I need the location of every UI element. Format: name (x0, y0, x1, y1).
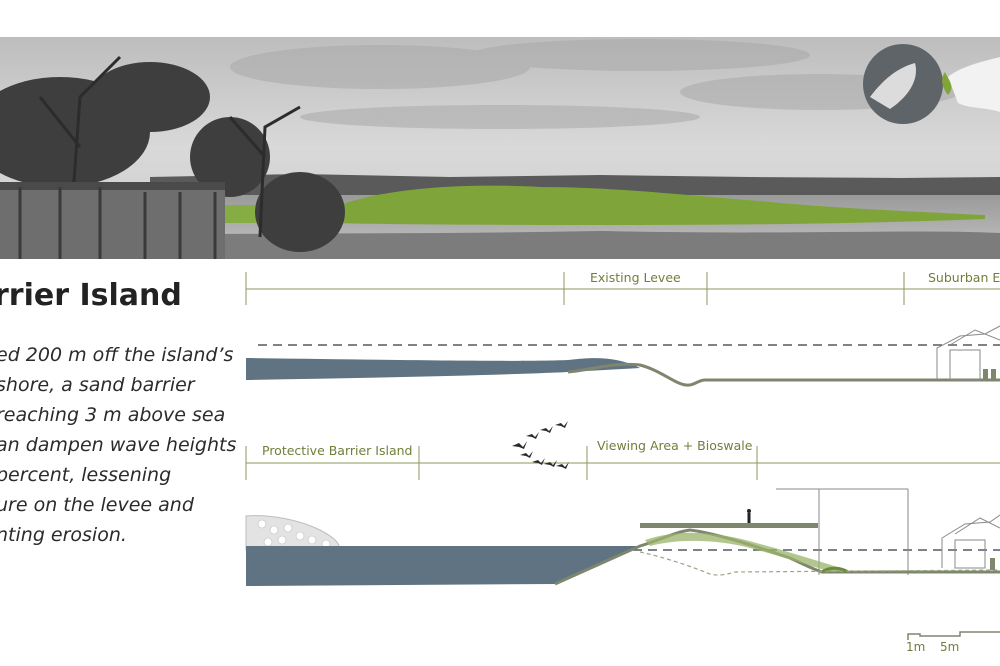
foreground-marsh (0, 231, 1000, 259)
label-protective-barrier-island: Protective Barrier Island (262, 443, 413, 458)
bottom-house-outline (941, 514, 1000, 569)
top-dimension-line (245, 272, 1000, 305)
top-section: Existing Levee Suburban Ec (245, 270, 1000, 387)
top-fence-post (991, 369, 996, 380)
green-barrier-island (330, 185, 985, 225)
bioswale-vegetation (645, 532, 848, 572)
bottom-section: Protective Barrier Island Viewing Area +… (245, 421, 1000, 586)
scale-label-1m: 1m (906, 640, 925, 654)
bottom-fence-post (990, 558, 995, 570)
description-line: ed 200 m off the island’s (0, 344, 234, 366)
wave-foam (257, 519, 331, 549)
description-text: ed 200 m off the island’s shore, a sand … (0, 340, 246, 550)
scale-label-5m: 5m (940, 640, 959, 654)
top-ground-profile (567, 362, 1000, 387)
bottom-water-body (246, 546, 640, 586)
top-water-body (246, 358, 640, 380)
barrier-island-profile (554, 528, 1000, 586)
existing-levee-dashed-profile (639, 551, 1000, 576)
viewing-platform (640, 523, 818, 528)
site-photo (0, 37, 1000, 259)
label-viewing-area-bioswale: Viewing Area + Bioswale (597, 438, 753, 453)
top-fence-post (983, 369, 988, 380)
section-title: rrier Island (0, 278, 182, 313)
description-line: nting erosion. (0, 524, 127, 546)
label-existing-levee: Existing Levee (590, 270, 681, 285)
description-line: reaching 3 m above sea (0, 404, 226, 426)
description-line: an dampen wave heights (0, 434, 237, 456)
description-line: ure on the levee and (0, 494, 194, 516)
tree-branches (38, 55, 301, 238)
locator-map-icon (863, 44, 1000, 124)
description-line: shore, a sand barrier (0, 374, 195, 396)
bottom-dimension-line (245, 446, 1000, 480)
label-suburban-edge: Suburban Ec (928, 270, 1000, 285)
birds-icon (512, 421, 569, 469)
scale-bar: 1m 5m (906, 631, 1000, 654)
person-figure (747, 509, 751, 523)
tree-canopy (0, 62, 345, 252)
top-house-outline (936, 325, 1000, 381)
description-line: percent, lessening (0, 464, 172, 486)
clouds (230, 39, 960, 129)
boardwalk (0, 182, 225, 259)
distant-treeline (150, 174, 1000, 197)
